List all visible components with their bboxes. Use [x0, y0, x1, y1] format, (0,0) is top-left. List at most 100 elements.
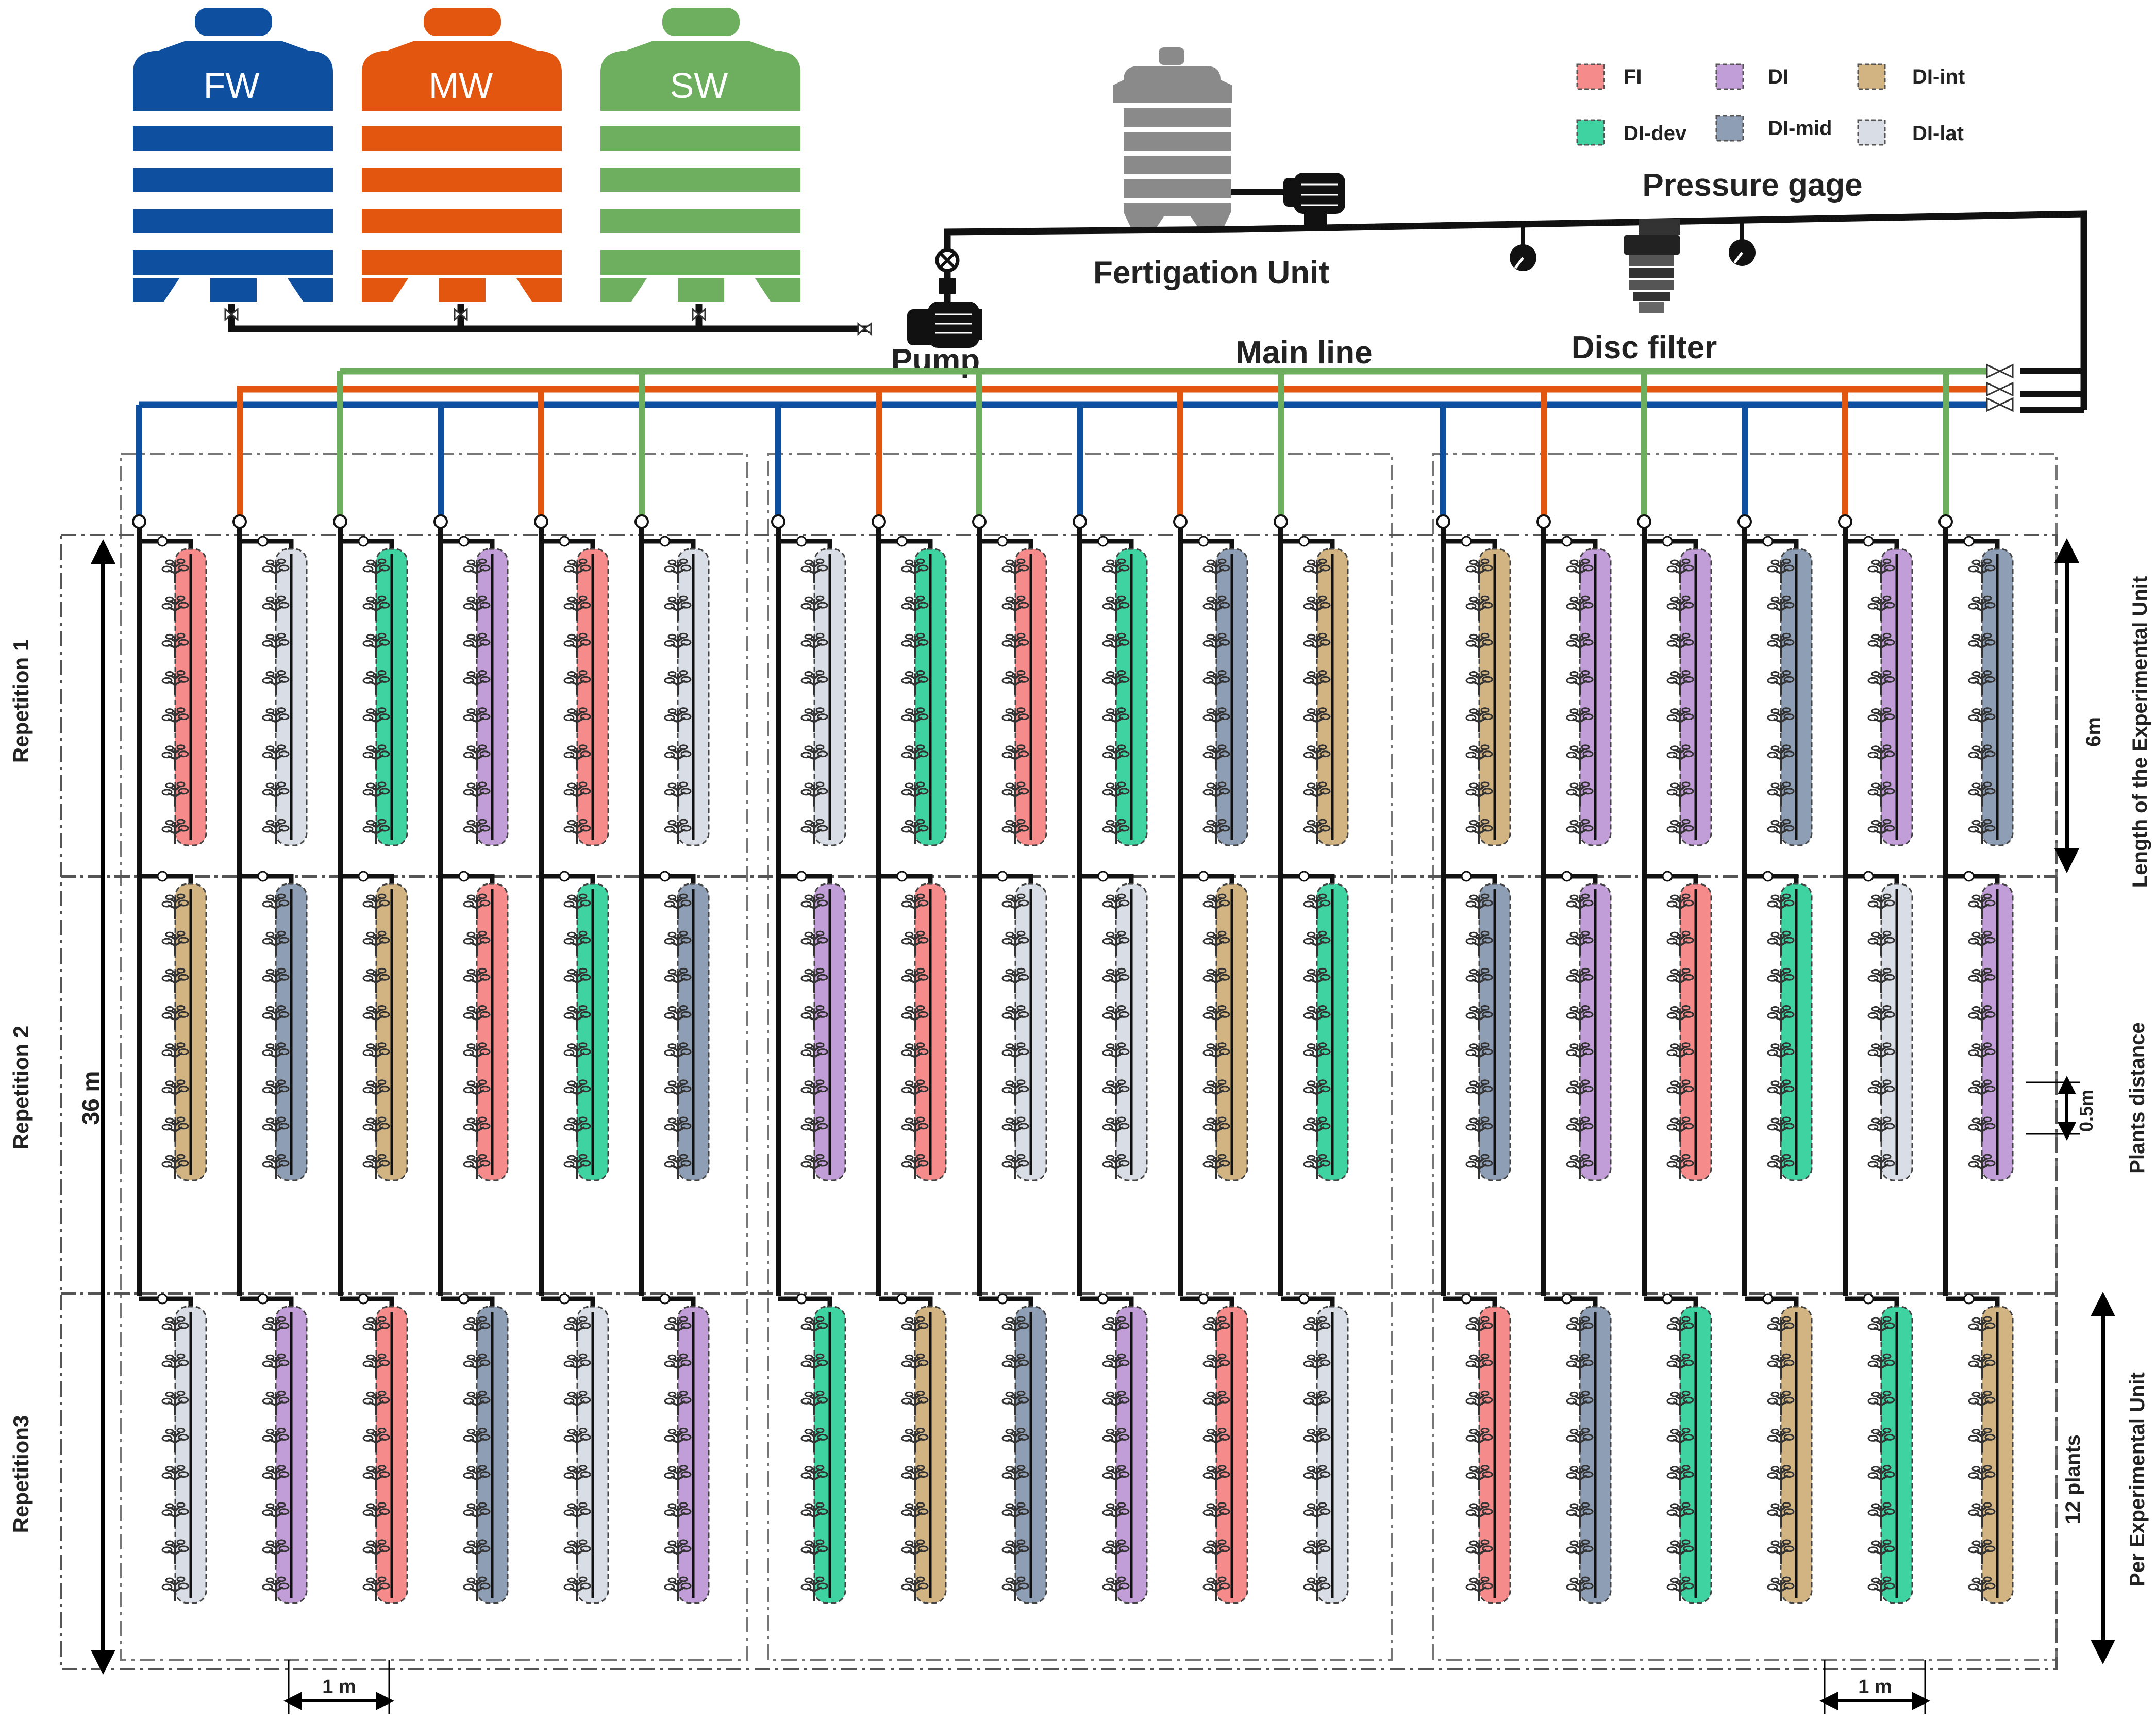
lateral-column — [972, 371, 1047, 1604]
experimental-field — [60, 371, 2058, 1670]
field-length-dimension: 36 m — [77, 539, 115, 1675]
lateral-valve-icon — [896, 536, 908, 547]
lateral-valve-icon — [1762, 871, 1774, 882]
lateral-valve-icon — [1561, 536, 1573, 547]
lateral-valve-icon — [1461, 871, 1472, 882]
legend-label: DI-lat — [1912, 122, 1964, 145]
lateral-valve-icon — [1298, 1293, 1310, 1305]
lateral-column — [1173, 389, 1248, 1604]
lateral-valve-icon — [458, 871, 470, 882]
riser-valve-icon — [1536, 514, 1551, 529]
riser-valve-icon — [1938, 514, 1953, 529]
lateral-valve-icon — [1963, 871, 1975, 882]
lateral-valve-icon — [1097, 871, 1109, 882]
riser-valve-icon — [1838, 514, 1852, 529]
lateral-valve-icon — [659, 871, 671, 882]
lateral-valve-icon — [896, 871, 908, 882]
legend-label: DI-int — [1912, 65, 1965, 88]
fertigation-tank-icon — [1113, 47, 1232, 232]
pressure-gage-icon — [1729, 221, 1756, 266]
lateral-valve-icon — [1863, 1293, 1874, 1305]
riser-valve-icon — [1173, 514, 1188, 529]
lateral-column — [771, 405, 846, 1604]
unit-length-dimension: 6m Length of the Experimental Unit — [2054, 538, 2151, 888]
legend-swatch — [1857, 119, 1886, 146]
riser-valve-icon — [1073, 514, 1087, 529]
legend-item: DI-lat — [1857, 119, 1964, 146]
lateral-valve-icon — [796, 871, 807, 882]
lateral-column — [333, 371, 408, 1604]
lateral-column — [433, 405, 509, 1604]
plants-count-caption: Per Experimental Unit — [2126, 1372, 2149, 1587]
tank-valve-icon — [454, 307, 468, 322]
manifold-valve-icon — [1986, 397, 2014, 412]
legend-label: FI — [1624, 65, 1642, 88]
lateral-valve-icon — [559, 871, 570, 882]
plant-spacing-dimension: 0.5m Plants distance — [2026, 1022, 2149, 1174]
lateral-column — [132, 405, 207, 1604]
tank-mw-label: MW — [429, 65, 493, 106]
lateral-valve-icon — [1198, 871, 1209, 882]
lateral-valve-icon — [1561, 1293, 1573, 1305]
lateral-valve-icon — [997, 1293, 1008, 1305]
lateral-valve-icon — [896, 1293, 908, 1305]
lateral-valve-icon — [458, 1293, 470, 1305]
plant-spacing-label: 0.5m — [2076, 1090, 2097, 1132]
lateral-valve-icon — [1198, 536, 1209, 547]
plants-count-label: 12 plants — [2062, 1434, 2084, 1524]
disc-filter-icon — [1624, 219, 1680, 313]
unit-length-caption: Length of the Experimental Unit — [2129, 576, 2151, 888]
lateral-valve-icon — [1097, 536, 1109, 547]
repetition-labels: Repetition 1 Repetition 2 Repetition3 — [9, 639, 33, 1533]
lateral-valve-icon — [1963, 1293, 1975, 1305]
field-boundary — [60, 534, 2058, 1670]
lateral-valve-icon — [1461, 1293, 1472, 1305]
fertigation-unit-label: Fertigation Unit — [1093, 255, 1329, 291]
lateral-valve-icon — [659, 536, 671, 547]
riser-valve-icon — [333, 514, 347, 529]
legend: FI DI DI-int DI-dev DI-mid DI-lat — [1576, 63, 1965, 146]
lateral-valve-icon — [1662, 536, 1673, 547]
lateral-column — [634, 371, 710, 1604]
tank-fw-label: FW — [204, 65, 260, 106]
legend-label: DI — [1768, 65, 1789, 88]
repetition-1-label: Repetition 1 — [9, 639, 33, 763]
lateral-valve-icon — [1097, 1293, 1109, 1305]
disc-filter-label: Disc filter — [1572, 330, 1717, 365]
riser-valve-icon — [972, 514, 987, 529]
riser-valve-icon — [433, 514, 448, 529]
legend-swatch — [1715, 115, 1744, 142]
row-spacing-right-dimension: 1 m — [1819, 1660, 1930, 1714]
riser-valve-icon — [1274, 514, 1288, 529]
tank-sw-label: SW — [670, 65, 728, 106]
pressure-gage-label: Pressure gage — [1642, 168, 1862, 203]
legend-item: DI-mid — [1715, 115, 1832, 142]
main-line-label: Main line — [1235, 335, 1372, 371]
manifold-valve-icon — [1986, 381, 2014, 397]
delivery-line — [935, 210, 2087, 410]
lateral-valve-icon — [796, 536, 807, 547]
legend-swatch — [1715, 63, 1744, 90]
field-grid — [60, 453, 2058, 1670]
lateral-valve-icon — [257, 1293, 269, 1305]
tank-fw: FW — [133, 8, 333, 302]
lateral-column — [1938, 371, 2014, 1604]
main-line — [139, 363, 2084, 413]
riser-valve-icon — [634, 514, 649, 529]
riser-valve-icon — [872, 514, 886, 529]
legend-item: DI-dev — [1576, 119, 1687, 146]
lateral-column — [1436, 405, 1511, 1604]
lateral-valve-icon — [1762, 536, 1774, 547]
supply-pipe — [224, 304, 872, 336]
lateral-valve-icon — [1662, 1293, 1673, 1305]
tank-sw: SW — [600, 8, 800, 302]
section-boundary — [120, 453, 748, 1661]
plants-count-dimension: 12 plants Per Experimental Unit — [2062, 1292, 2149, 1664]
lateral-valve-icon — [458, 536, 470, 547]
lateral-valve-icon — [1762, 1293, 1774, 1305]
lateral-valve-icon — [1863, 871, 1874, 882]
row-spacing-right-label: 1 m — [1858, 1676, 1892, 1698]
lateral-valve-icon — [157, 871, 168, 882]
lateral-valve-icon — [997, 536, 1008, 547]
lateral-valve-icon — [1561, 871, 1573, 882]
